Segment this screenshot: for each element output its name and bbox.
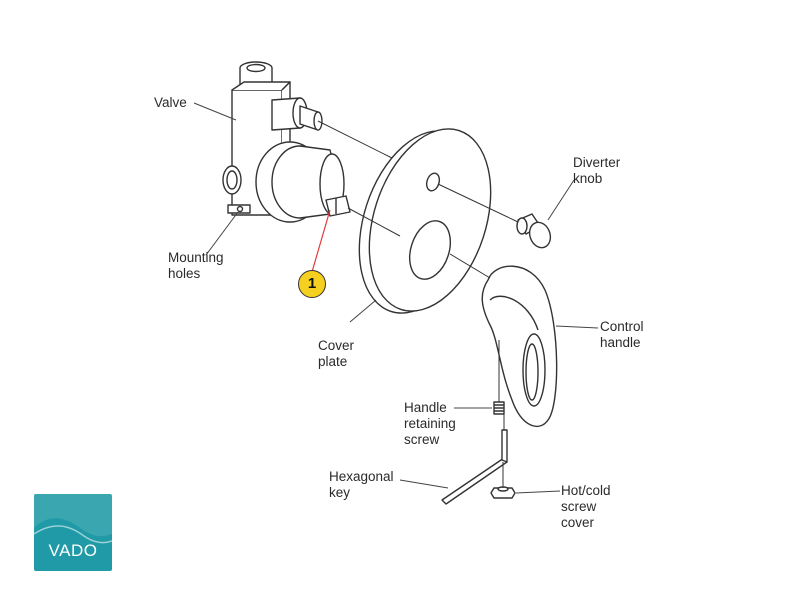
label-mounting-holes: Mounting holes (168, 250, 224, 281)
label-handle-retaining-screw: Handle retaining screw (404, 400, 456, 447)
label-diverter-knob: Diverter knob (573, 155, 621, 186)
leader-lines (193, 102, 599, 494)
label-control-handle: Control handle (600, 319, 644, 350)
control-handle (481, 265, 558, 428)
label-valve: Valve (154, 95, 187, 110)
assembly-axes (317, 120, 519, 488)
vado-logo: VADO (34, 494, 112, 571)
logo-wave-icon (34, 494, 112, 544)
callout-leader (311, 209, 331, 273)
diverter-knob (516, 213, 552, 249)
cover-plate (358, 128, 492, 314)
label-hexagonal-key: Hexagonal key (329, 469, 394, 500)
callout-number-1: 1 (298, 270, 326, 298)
label-cover-plate: Cover plate (318, 338, 355, 369)
logo-text: VADO (48, 541, 98, 560)
handle-retaining-screw (493, 401, 505, 415)
hot-cold-screw-cover (490, 486, 516, 499)
valve-body (222, 61, 351, 223)
hexagonal-key (441, 429, 508, 505)
label-hot-cold-screw-cover: Hot/cold screw cover (561, 483, 611, 530)
